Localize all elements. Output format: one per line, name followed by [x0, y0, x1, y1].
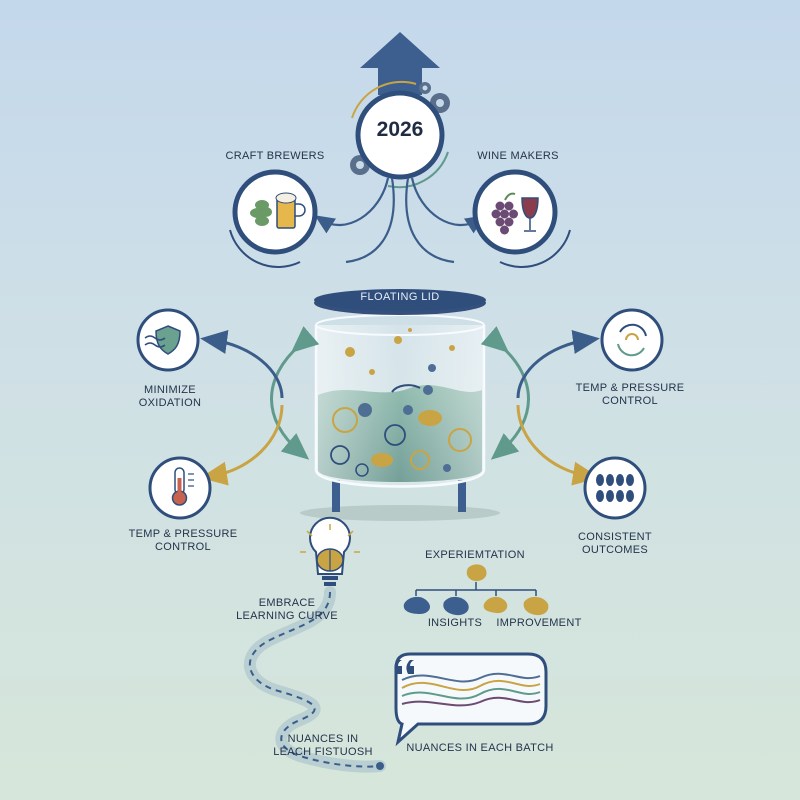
yeast-particles	[330, 403, 472, 477]
temp-pressure-right-label: TEMP & PRESSURE CONTROL	[565, 382, 695, 408]
quote-bubble	[394, 652, 548, 747]
benefit-consistent-outcomes	[583, 456, 647, 520]
temp-pressure-left-label: TEMP & PRESSURE CONTROL	[118, 528, 248, 554]
floating-lid-label: FLOATING LID	[360, 291, 440, 303]
nuances-path-line2: LEACH FISTUOSH	[273, 746, 373, 758]
year-badge	[351, 80, 449, 189]
wine-makers-label: WINE MAKERS	[477, 150, 559, 162]
improvement-label: IMPROVEMENT	[496, 617, 582, 629]
nuances-path-line1: NUANCES IN	[287, 733, 359, 745]
consistent-outcomes-line2: OUTCOMES	[582, 544, 648, 556]
fermentation-tank	[300, 314, 500, 521]
temp-pressure-right-line1: TEMP & PRESSURE	[575, 382, 685, 394]
grapes-icon	[491, 192, 518, 235]
shield-wave-icon	[144, 325, 181, 355]
experimentation-tree	[403, 564, 549, 616]
year-label: 2026	[376, 118, 424, 141]
thermometer-icon	[171, 467, 194, 506]
temp-pressure-left-line2: CONTROL	[155, 541, 211, 553]
craft-brewers-badge	[229, 169, 318, 268]
insights-label: INSIGHTS	[427, 617, 483, 629]
benefit-temp-pressure-right	[600, 308, 664, 372]
minimize-oxidation-line1: MINIMIZE	[144, 384, 196, 396]
embrace-learning-line1: EMBRACE	[258, 597, 316, 609]
embrace-learning-line2: LEARNING CURVE	[236, 610, 338, 622]
floating-lid	[314, 289, 486, 315]
minimize-oxidation-label: MINIMIZE OXIDATION	[110, 384, 230, 410]
consistent-outcomes-label: CONSISTENT OUTCOMES	[555, 531, 675, 557]
wine-makers-badge	[472, 169, 571, 268]
learning-curve-path	[244, 586, 386, 773]
hop-icon	[250, 200, 272, 226]
benefit-temp-pressure-left	[148, 456, 212, 520]
tank-bubbles	[345, 328, 455, 395]
nuances-path-label: NUANCES IN LEACH FISTUOSH	[268, 733, 378, 759]
temp-pressure-left-line1: TEMP & PRESSURE	[128, 528, 238, 540]
brain-lightbulb-icon	[300, 516, 360, 586]
benefit-minimize-oxidation	[136, 308, 200, 372]
tank-arrows	[200, 326, 600, 486]
wine-glass-icon	[521, 197, 539, 232]
year-connectors	[314, 177, 486, 264]
embrace-learning-label: EMBRACE LEARNING CURVE	[222, 597, 352, 623]
craft-brewers-label: CRAFT BREWERS	[225, 150, 325, 162]
quote-icon	[394, 660, 414, 674]
growth-arrow-icon	[360, 32, 440, 95]
beer-glass-icon	[275, 192, 306, 229]
experimentation-label: EXPERIEMTATION	[425, 549, 525, 561]
swirl-icon	[617, 323, 647, 357]
nuances-batch-label: NUANCES IN EACH BATCH	[406, 742, 554, 754]
minimize-oxidation-line2: OXIDATION	[138, 397, 202, 409]
bottles-icon	[596, 474, 634, 502]
temp-pressure-right-line2: CONTROL	[602, 395, 658, 407]
consistent-outcomes-line1: CONSISTENT	[578, 531, 652, 543]
